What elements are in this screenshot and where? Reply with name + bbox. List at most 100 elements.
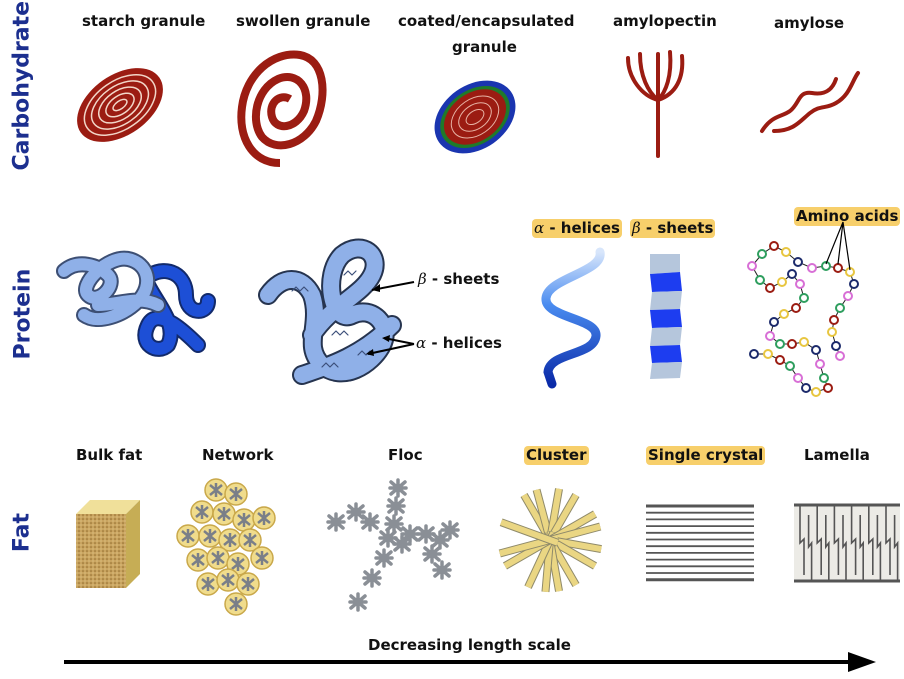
lamella-chain [859, 515, 864, 581]
amino-acid-residue [795, 279, 805, 289]
network-icon [176, 478, 276, 616]
floc-crystal [374, 548, 394, 568]
amino-acid-residue [811, 345, 821, 355]
label-single-crystal: Single crystal [646, 446, 766, 465]
alpha-text: - helices [426, 334, 502, 352]
floc-crystal [392, 534, 412, 554]
crystal-cluster [223, 533, 237, 547]
lamella-chain [876, 515, 882, 581]
chain-backbone [751, 265, 829, 393]
amino-acid-residue [755, 275, 765, 285]
label-starch-granule: starch granule [82, 12, 206, 30]
crystal-cluster [201, 577, 215, 591]
amino-acid-residue [787, 339, 797, 349]
amino-acid-residue [807, 263, 817, 273]
crystal-cluster [211, 551, 225, 565]
floc-crystal [386, 496, 406, 516]
amino-acid-residue [823, 383, 833, 393]
label-cluster: Cluster [524, 446, 589, 465]
amylose-icon [760, 71, 860, 133]
crystal-cluster [181, 529, 195, 543]
amino-acid-residue [781, 247, 791, 257]
beta-symbol: β [632, 219, 641, 237]
amino-acid-residue [765, 331, 775, 341]
lamella-chain [885, 505, 891, 575]
label-bulk-fat: Bulk fat [76, 446, 143, 464]
amino-acid-residue [769, 317, 779, 327]
crystal-cluster [209, 483, 223, 497]
protein-structure-icon [258, 238, 402, 385]
amino-acid-residue [801, 383, 811, 393]
coated-granule-icon [434, 80, 516, 154]
amino-acid-residue [831, 341, 841, 351]
row-title-protein: Protein [10, 268, 36, 360]
crystal-cluster [229, 597, 243, 611]
crystal-cluster [237, 513, 251, 527]
amino-acid-residue [799, 293, 809, 303]
amino-acid-residue [775, 339, 785, 349]
amino-acid-residue [829, 315, 839, 325]
beta-text: - sheets [426, 270, 500, 288]
amino-acid-residue [835, 303, 845, 313]
swollen-granule-icon [237, 50, 327, 167]
floc-crystal [440, 520, 460, 540]
crystal-cluster [191, 553, 205, 567]
amino-acid-residue [791, 303, 801, 313]
amino-acid-residue [785, 361, 795, 371]
amino-acid-residue [747, 261, 757, 271]
crystal-cluster [203, 529, 217, 543]
lamella-chain [807, 515, 813, 581]
floc-crystal [348, 592, 368, 612]
crystal-cluster [241, 577, 255, 591]
amino-acid-residue [769, 241, 779, 251]
alpha-helices-pointer [366, 335, 415, 356]
beta-sheets-pointer [371, 281, 415, 292]
label-coated-granule-line2: granule [452, 38, 517, 56]
crystal-cluster [231, 557, 245, 571]
beta-label-text: - sheets [640, 219, 714, 237]
axis-label: Decreasing length scale [368, 636, 571, 654]
bulk-fat-cube-icon [76, 500, 140, 588]
lamella-chain [799, 505, 805, 575]
lamella-chain [868, 505, 874, 575]
label-beta-sheets: β - sheets [630, 219, 716, 238]
amino-acid-residue [811, 387, 821, 397]
crystal-cluster [195, 505, 209, 519]
label-alpha-helices: α - helices [532, 219, 622, 238]
alpha-label-text: - helices [544, 219, 620, 237]
label-coated-granule-line1: coated/encapsulated [398, 12, 575, 30]
floc-crystal [326, 512, 346, 532]
amino-acid-residue [799, 337, 809, 347]
label-network: Network [202, 446, 274, 464]
amino-acid-residue [777, 277, 787, 287]
amino-acid-residue [833, 263, 843, 273]
amino-acid-residue [793, 257, 803, 267]
crystal-cluster [255, 551, 269, 565]
lamella-chain [816, 505, 822, 575]
label-amylopectin: amylopectin [613, 12, 717, 30]
lamella-icon [794, 503, 900, 583]
alpha-symbol: α [416, 334, 427, 352]
amino-acid-residue [843, 291, 853, 301]
crystal-cluster [243, 533, 257, 547]
row-title-carbohydrate: Carbohydrate [9, 0, 35, 171]
amino-acid-residue [849, 279, 859, 289]
crystal-cluster [221, 573, 235, 587]
amino-acid-residue [835, 351, 845, 361]
amino-acid-chain-icon [747, 221, 859, 397]
cluster-icon [498, 488, 602, 593]
floc-crystal [416, 524, 436, 544]
amino-acid-residue [827, 327, 837, 337]
lamella-chain [842, 515, 847, 581]
label-amylose: amylose [774, 14, 845, 32]
floc-crystal [422, 544, 442, 564]
floc-crystal [378, 528, 398, 548]
chain-backbone [751, 245, 855, 357]
floc-crystal [388, 478, 408, 498]
amino-acid-residue [793, 373, 803, 383]
protein-globule-icon [56, 250, 216, 357]
beta-symbol: β [418, 270, 427, 288]
amino-acid-residue [815, 359, 825, 369]
lamella-chain [850, 505, 857, 575]
amino-acids-pointer [825, 221, 851, 271]
